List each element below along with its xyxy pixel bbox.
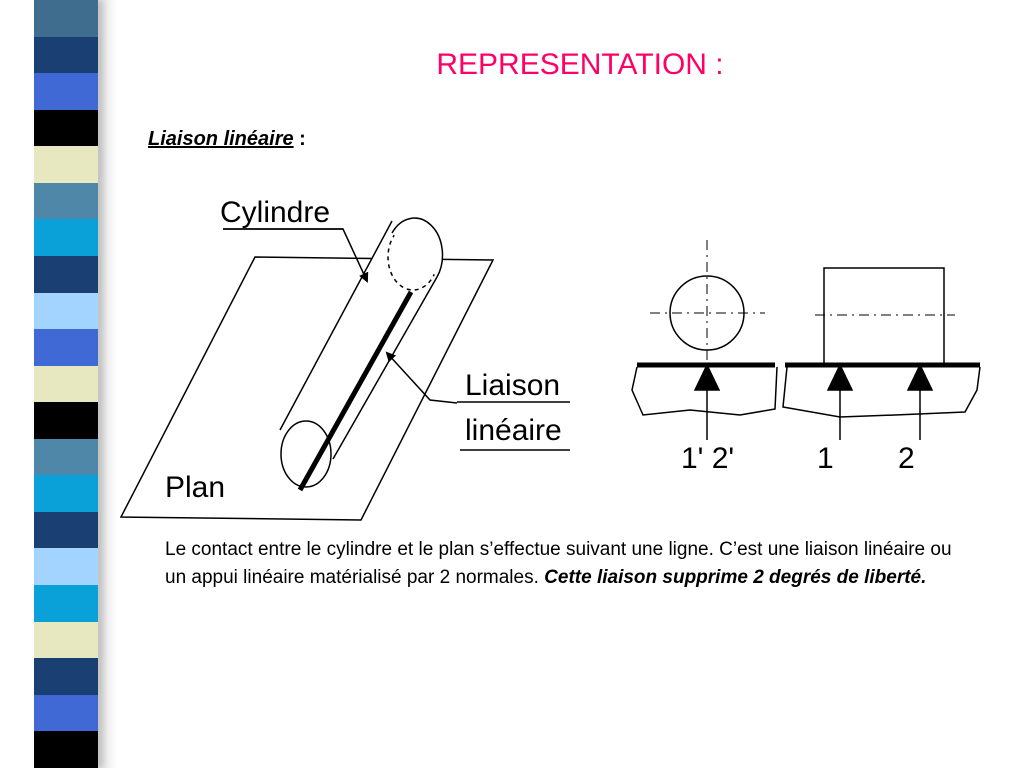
stripe-segment	[34, 255, 98, 293]
stripe-segment	[34, 73, 98, 110]
section-heading-text: Liaison linéaire	[148, 128, 294, 150]
label-2: 2	[898, 442, 915, 475]
front-view	[631, 240, 778, 440]
label-lineaire: linéaire	[465, 414, 562, 447]
stripe-segment	[34, 109, 98, 147]
slide-title: REPRESENTATION :	[436, 48, 724, 81]
stripe-segment	[34, 182, 98, 220]
stripe-segment	[34, 548, 98, 585]
section-heading-colon: :	[293, 128, 306, 150]
stripe-segment	[34, 694, 98, 732]
stripe-segment	[34, 329, 98, 366]
stripe-segment	[34, 292, 98, 330]
label-plan: Plan	[165, 471, 225, 504]
stripe-segment	[34, 402, 98, 439]
stripe-segment	[34, 146, 98, 183]
stripe-segment	[34, 621, 98, 659]
label-1p2p: 1' 2'	[681, 442, 734, 475]
label-1: 1	[817, 442, 834, 475]
side-view	[782, 267, 981, 440]
body-text: Le contact entre le cylindre et le plan …	[165, 539, 952, 588]
front-view-ground	[631, 366, 778, 416]
stripe-segment	[34, 438, 98, 476]
contact-line	[297, 290, 414, 492]
normal-arrow-1	[826, 363, 854, 391]
stripe-segment	[34, 219, 98, 256]
stripe-segment	[34, 36, 98, 74]
side-view-rect	[823, 267, 945, 366]
side-view-ground	[782, 366, 981, 418]
body-paragraph: Le contact entre le cylindre et le plan …	[165, 536, 955, 592]
stripe-segment	[34, 475, 98, 512]
liaison-lineaire-diagram: Cylindre Liaison linéaire Plan 1' 2' 1 2	[119, 196, 981, 521]
stripe-segment	[34, 0, 98, 37]
perspective-view	[119, 217, 570, 521]
liaison-leader	[385, 351, 458, 404]
cylinder-shape	[279, 217, 444, 488]
decorative-stripes	[34, 0, 98, 768]
section-heading: Liaison linéaire :	[148, 128, 306, 151]
label-liaison: Liaison	[465, 369, 560, 402]
body-emphasis: Cette liaison supprime 2 degrés de liber…	[544, 567, 927, 588]
normal-arrow-1p2p	[693, 363, 721, 391]
stripe-segment	[34, 731, 98, 768]
cylindre-leader	[223, 228, 369, 283]
stripe-segment	[34, 511, 98, 549]
stripe-segment	[34, 365, 98, 403]
stripe-segment	[34, 658, 98, 695]
normal-arrow-2	[906, 363, 934, 391]
label-cylindre: Cylindre	[220, 196, 330, 229]
stripe-segment	[34, 585, 98, 622]
